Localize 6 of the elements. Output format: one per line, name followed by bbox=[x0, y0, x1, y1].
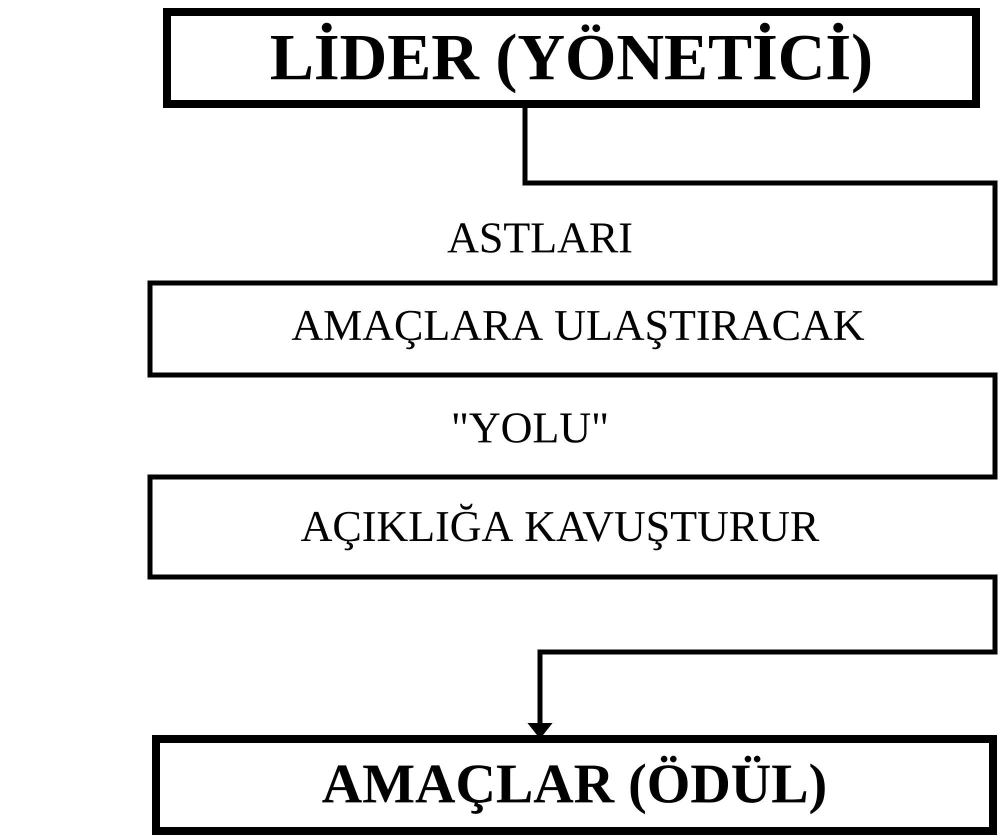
step-text: AÇIKLIĞA KAVUŞTURUR bbox=[301, 504, 820, 550]
title-box: AMAÇLAR (ÖDÜL) bbox=[152, 735, 997, 835]
step-text: AMAÇLARA ULAŞTIRACAK bbox=[292, 310, 864, 350]
step-text: "YOLU" bbox=[454, 413, 606, 443]
title-box: LİDER (YÖNETİCİ) bbox=[163, 8, 980, 108]
step-text: ASTLARI bbox=[448, 223, 632, 253]
